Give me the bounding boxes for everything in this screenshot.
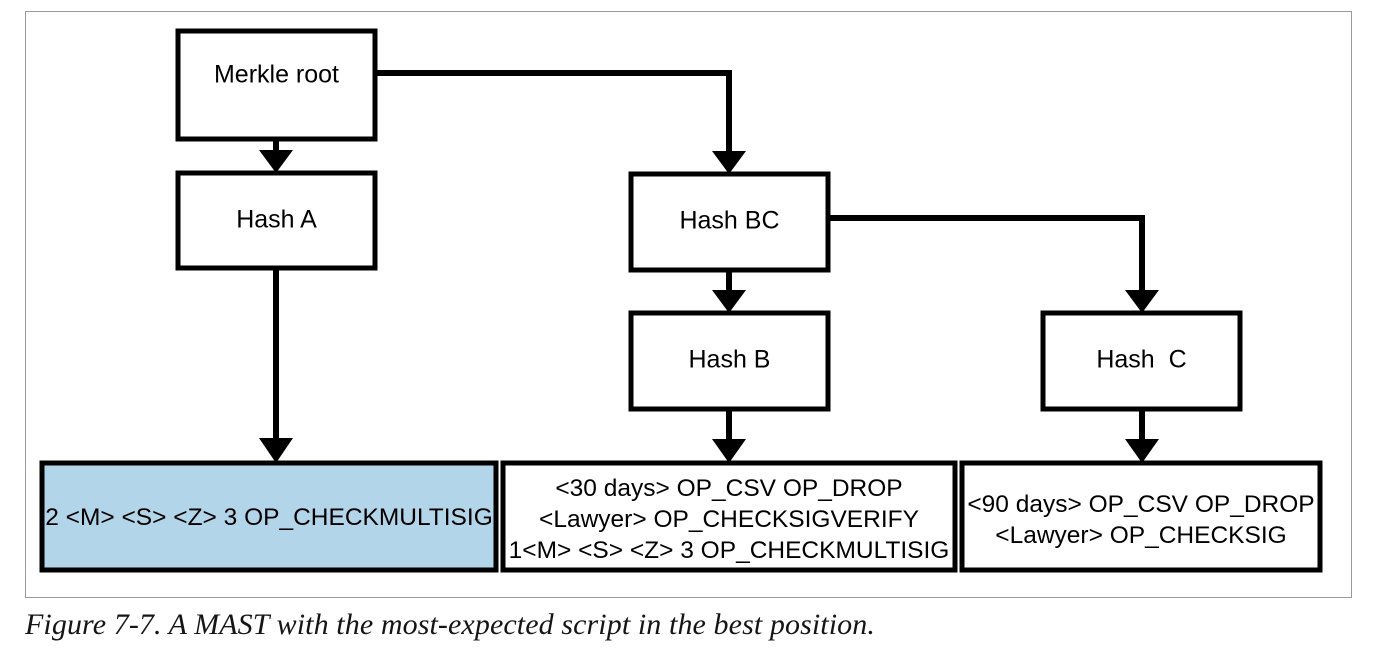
node-hash-b[interactable]: Hash B	[628, 310, 831, 412]
node-merkle-root-label: Merkle root	[214, 61, 339, 89]
node-hash-b-label: Hash B	[689, 346, 771, 374]
arrowhead-icon	[1125, 290, 1159, 313]
edge-hashbc-to-hashc	[828, 215, 1159, 313]
node-hash-c[interactable]: Hash C	[1040, 310, 1243, 412]
script-box-a-rect	[39, 460, 499, 573]
edge-hashb-to-script-b	[712, 409, 746, 463]
edge-merkleroot-to-hasha	[259, 139, 293, 173]
node-hash-c-label: Hash C	[1096, 346, 1186, 374]
edge-hashc-to-script-c	[1125, 409, 1159, 463]
script-box-b-rect	[500, 460, 958, 573]
node-hash-bc-box	[628, 171, 831, 273]
node-merkle-root-box	[175, 28, 378, 142]
node-hash-bc-label: Hash BC	[679, 207, 779, 235]
node-hash-bc[interactable]: Hash BC	[628, 171, 831, 273]
node-hash-a[interactable]: Hash A	[175, 170, 378, 271]
script-box-a-line-1: 2 <M> <S> <Z> 3 OP_CHECKMULTISIG	[45, 504, 493, 531]
arrowhead-icon	[712, 439, 746, 463]
edge-hasha-to-script-a	[259, 268, 293, 463]
script-box-c-line-2: <Lawyer> OP_CHECKSIG	[995, 522, 1286, 549]
arrowhead-icon	[1125, 439, 1159, 463]
node-hash-c-box	[1040, 310, 1243, 412]
script-box-c-line-1: <90 days> OP_CSV OP_DROP	[967, 491, 1314, 518]
arrowhead-icon	[259, 438, 293, 463]
script-box-a[interactable]: 2 <M> <S> <Z> 3 OP_CHECKMULTISIG	[39, 460, 499, 573]
figure-caption: Figure 7-7. A MAST with the most-expecte…	[25, 608, 875, 641]
script-box-b[interactable]: <30 days> OP_CSV OP_DROP <Lawyer> OP_CHE…	[500, 460, 958, 573]
edge-hashbc-to-hashb	[712, 270, 746, 313]
script-box-c-rect	[959, 460, 1323, 573]
node-hash-b-box	[628, 310, 831, 412]
script-box-b-line-1: <30 days> OP_CSV OP_DROP	[555, 475, 902, 502]
arrowhead-icon	[712, 151, 746, 174]
script-box-b-line-2: <Lawyer> OP_CHECKSIGVERIFY	[539, 506, 919, 533]
script-box-c[interactable]: <90 days> OP_CSV OP_DROP <Lawyer> OP_CHE…	[959, 460, 1323, 573]
edge-merkleroot-to-hashbc	[375, 70, 746, 174]
mast-tree-diagram: Merkle root Hash A Hash BC Hash B Hash C…	[39, 28, 1323, 573]
arrowhead-icon	[712, 290, 746, 313]
node-hash-a-label: Hash A	[236, 206, 317, 234]
arrowhead-icon	[259, 150, 293, 173]
script-box-b-line-3: 1<M> <S> <Z> 3 OP_CHECKMULTISIG	[509, 537, 950, 564]
node-merkle-root[interactable]: Merkle root	[175, 28, 378, 142]
node-hash-a-box	[175, 170, 378, 271]
